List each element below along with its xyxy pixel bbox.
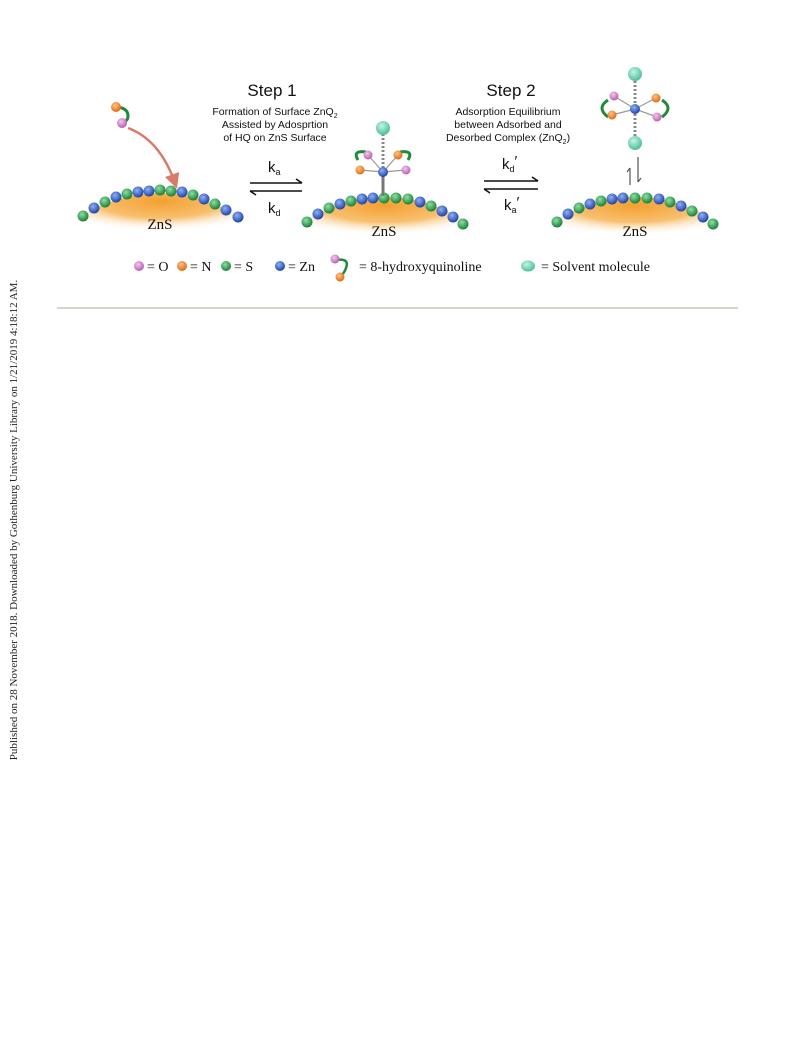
k-a-prime-label: ka′ xyxy=(504,194,520,215)
legend-hq-swatch xyxy=(330,254,349,282)
step-2-desc-line-3: Desorbed Complex (ZnQ2) xyxy=(446,132,570,146)
step-1-desc-line-2: Assisted by Adosprtion xyxy=(222,119,328,131)
legend-oxygen-label: = O xyxy=(147,260,169,275)
legend-oxygen-swatch xyxy=(134,261,144,271)
legend: = O = N = S = Zn = 8-hydroxyquinoline = … xyxy=(134,254,650,282)
legend-zinc-label: = Zn xyxy=(288,260,315,275)
publication-stamp: Published on 28 November 2018. Downloade… xyxy=(8,279,20,761)
surface-atoms-3 xyxy=(551,192,719,230)
surface-atoms-2 xyxy=(301,192,469,230)
panel-2: ZnS xyxy=(301,121,469,240)
step-2-header: Step 2 Adsorption Equilibrium between Ad… xyxy=(446,81,570,146)
step-2-title: Step 2 xyxy=(486,81,535,100)
znq2-complex-adsorbed xyxy=(354,121,412,196)
zns-label-3: ZnS xyxy=(622,224,647,240)
legend-solvent-label: = Solvent molecule xyxy=(541,260,650,275)
hq-molecule-incoming xyxy=(111,102,130,128)
step-1-desc-line-3: of HQ on ZnS Surface xyxy=(223,132,326,144)
step-1-title: Step 1 xyxy=(247,81,296,100)
k-a-label: ka xyxy=(268,159,281,177)
zns-label-2: ZnS xyxy=(371,224,396,240)
legend-zinc-swatch xyxy=(275,261,285,271)
legend-solvent-swatch xyxy=(521,260,535,272)
approach-arrow xyxy=(127,126,180,189)
legend-sulfur-swatch xyxy=(221,261,231,271)
legend-sulfur-label: = S xyxy=(234,260,253,275)
panel-1: ZnS xyxy=(77,102,244,236)
legend-nitrogen-swatch xyxy=(177,261,187,271)
step-1-header: Step 1 Formation of Surface ZnQ2 Assiste… xyxy=(212,81,337,144)
znq2-complex-desorbed xyxy=(600,67,670,150)
k-d-label: kd xyxy=(268,200,281,218)
section-divider xyxy=(57,307,738,309)
desorption-arrows xyxy=(626,157,642,185)
legend-hq-label: = 8-hydroxyquinoline xyxy=(359,260,482,275)
step-2-desc-line-1: Adsorption Equilibrium xyxy=(455,106,560,118)
mechanism-figure: ZnS Step 1 Formation of Surface ZnQ2 Ass… xyxy=(77,67,719,282)
equilibrium-arrows-1: ka kd xyxy=(249,159,303,218)
step-2-desc-line-2: between Adsorbed and xyxy=(454,119,562,131)
step-1-desc-line-1: Formation of Surface ZnQ2 xyxy=(212,106,337,120)
panel-3: ZnS xyxy=(551,67,719,240)
equilibrium-arrows-2: kd′ ka′ xyxy=(483,153,539,215)
k-d-prime-label: kd′ xyxy=(502,153,518,174)
legend-nitrogen-label: = N xyxy=(190,260,212,275)
zns-label-1: ZnS xyxy=(147,217,172,233)
